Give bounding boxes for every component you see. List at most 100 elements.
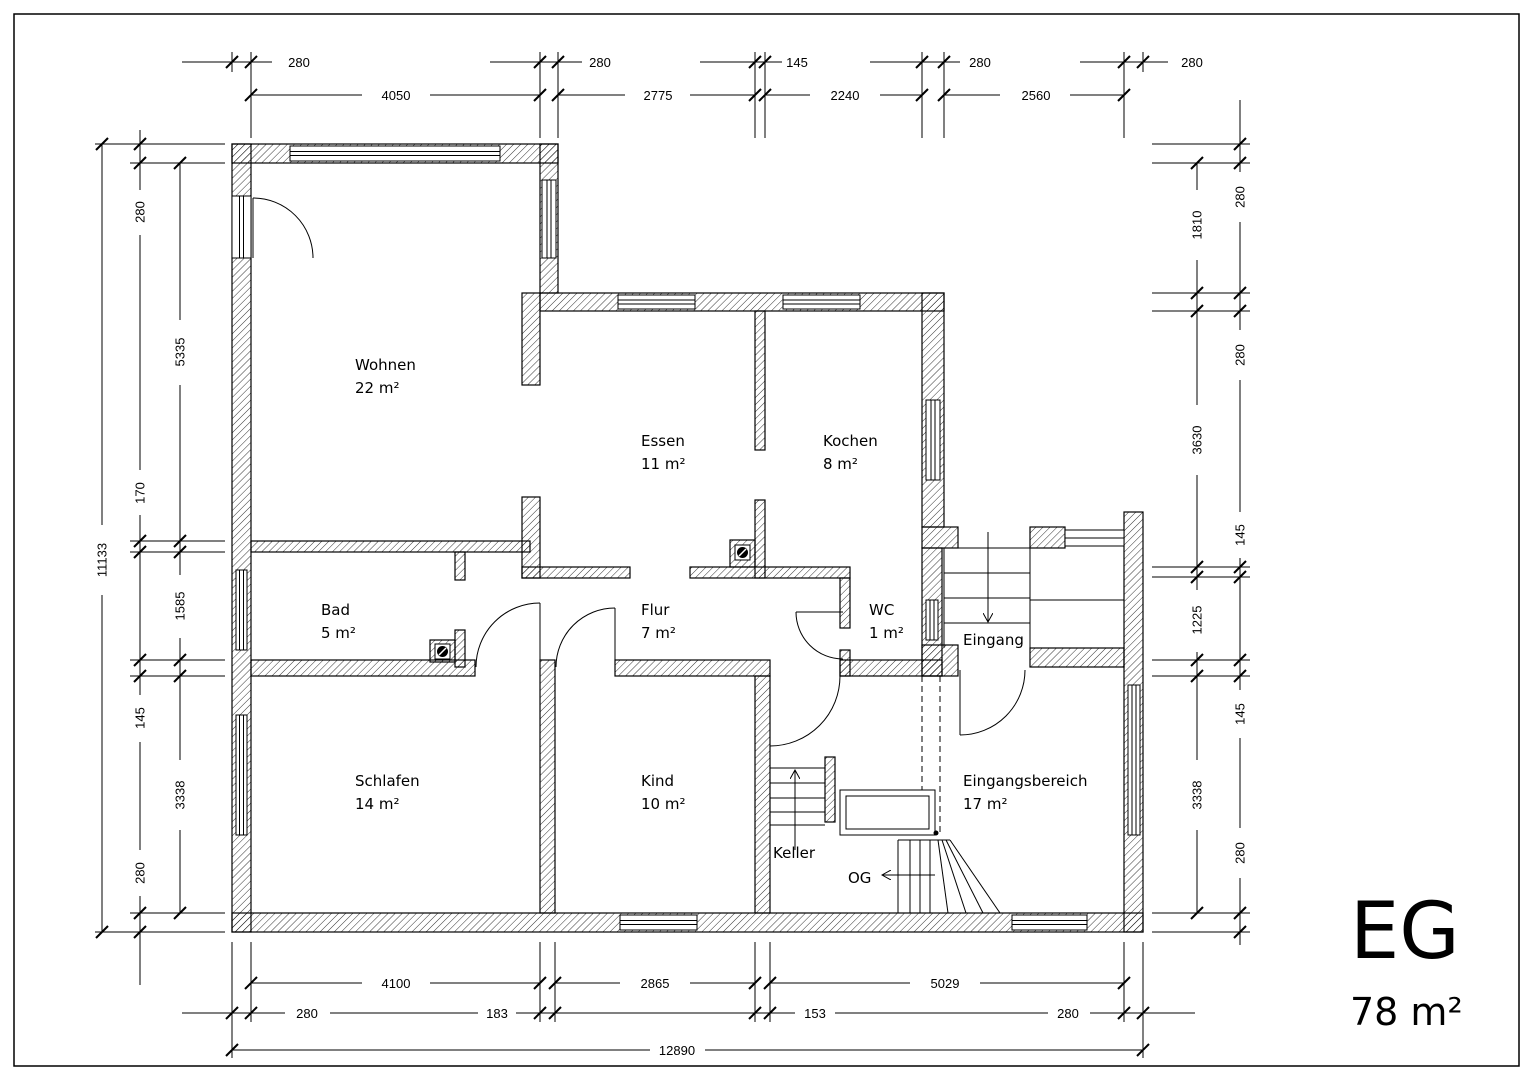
room-name-bad: Bad xyxy=(321,601,350,619)
dim-bottom-room-3: 5029 xyxy=(931,976,960,991)
exterior-wall xyxy=(921,526,959,549)
dim-left-room-1: 5335 xyxy=(173,338,188,367)
left-dimension-texts: 11133 280 170 145 280 5335 1585 3338 xyxy=(95,201,188,884)
interior-wall xyxy=(839,659,943,677)
dim-left-room-2: 1585 xyxy=(173,592,188,621)
window xyxy=(782,294,861,310)
dim-top-room-3: 2240 xyxy=(831,88,860,103)
interior-wall xyxy=(521,292,541,386)
room-name-flur: Flur xyxy=(641,601,670,619)
room-name-wohnen: Wohnen xyxy=(355,356,416,374)
dim-bottom-room-2: 2865 xyxy=(641,976,670,991)
window xyxy=(289,145,501,162)
room-area-kind: 10 m² xyxy=(641,795,685,813)
dim-left-total: 11133 xyxy=(95,543,110,577)
room-name-essen: Essen xyxy=(641,432,685,450)
chimney-flue-slash xyxy=(438,647,447,656)
window xyxy=(235,714,248,836)
room-name-kind: Kind xyxy=(641,772,674,790)
top-dimension-texts: 280 280 145 280 280 4050 2775 2240 2560 xyxy=(288,55,1203,103)
label-og: OG xyxy=(848,869,871,887)
plan-geometry xyxy=(231,143,1144,933)
exterior-wall xyxy=(1029,526,1066,549)
window xyxy=(1127,684,1141,836)
dim-bottom-room-1: 4100 xyxy=(382,976,411,991)
dim-left-wall-3: 145 xyxy=(133,707,148,729)
window xyxy=(1011,914,1088,931)
exterior-wall xyxy=(1029,647,1125,668)
dim-right-wall-2: 280 xyxy=(1233,344,1248,366)
dim-top-wall-3: 145 xyxy=(786,55,808,70)
interior-wall xyxy=(614,659,771,677)
interior-wall xyxy=(521,496,541,579)
room-name-schlafen: Schlafen xyxy=(355,772,420,790)
room-area-bad: 5 m² xyxy=(321,624,356,642)
interior-wall xyxy=(754,310,766,451)
dim-left-wall-4: 280 xyxy=(133,862,148,884)
dim-bottom-wall-3: 153 xyxy=(804,1006,826,1021)
door-swing-arc xyxy=(475,602,541,668)
dimension-layer xyxy=(95,52,1250,1058)
dim-right-room-4: 3338 xyxy=(1190,781,1205,810)
bottom-dimension-texts: 4100 2865 5029 280 183 153 280 12890 xyxy=(296,976,1079,1058)
interior-wall xyxy=(689,566,851,579)
room-area-wc: 1 m² xyxy=(869,624,904,642)
interior-wall xyxy=(539,659,556,914)
interior-wall xyxy=(521,566,631,579)
door-swing-arc xyxy=(252,197,314,259)
door-swing-arc xyxy=(555,607,616,668)
room-area-essen: 11 m² xyxy=(641,455,685,473)
dim-right-wall-5: 280 xyxy=(1233,842,1248,864)
dim-right-wall-1: 280 xyxy=(1233,186,1248,208)
stair-tread xyxy=(937,839,949,914)
chimney-flue-slash xyxy=(738,548,747,557)
interior-wall xyxy=(839,649,851,677)
dim-top-wall-4: 280 xyxy=(969,55,991,70)
interior-wall xyxy=(754,499,766,579)
dim-left-room-3: 3338 xyxy=(173,781,188,810)
window xyxy=(619,914,698,931)
dim-top-room-2: 2775 xyxy=(644,88,673,103)
room-area-eingangsbereich: 17 m² xyxy=(963,795,1007,813)
interior-wall xyxy=(839,577,851,629)
dim-top-room-1: 4050 xyxy=(382,88,411,103)
room-name-wc: WC xyxy=(869,601,894,619)
door-swing-arc xyxy=(769,675,841,747)
dim-top-wall-5: 280 xyxy=(1181,55,1203,70)
plan-level-title: EG xyxy=(1350,887,1460,977)
room-area-schlafen: 14 m² xyxy=(355,795,399,813)
exterior-wall xyxy=(539,292,945,312)
label-eingang: Eingang xyxy=(963,631,1024,649)
door-swing-arc xyxy=(795,611,844,660)
dim-top-room-4: 2560 xyxy=(1022,88,1051,103)
dim-right-room-1: 1810 xyxy=(1190,211,1205,240)
fixture-inner xyxy=(845,795,930,830)
dim-top-wall-1: 280 xyxy=(288,55,310,70)
dim-right-wall-3: 145 xyxy=(1233,524,1248,546)
drawing-frame xyxy=(13,13,1520,1067)
interior-wall xyxy=(250,540,531,553)
dim-right-room-2: 3630 xyxy=(1190,426,1205,455)
interior-wall xyxy=(250,659,476,677)
interior-wall xyxy=(754,675,771,914)
label-keller: Keller xyxy=(773,844,816,862)
stair-tread xyxy=(949,839,1001,914)
interior-wall xyxy=(454,551,466,581)
dim-right-wall-4: 145 xyxy=(1233,703,1248,725)
plan-total-area: 78 m² xyxy=(1350,990,1463,1034)
dim-bottom-wall-1: 280 xyxy=(296,1006,318,1021)
stair-tread xyxy=(941,839,967,914)
window xyxy=(235,569,248,651)
dim-left-wall-2: 170 xyxy=(133,482,148,504)
stair-wall xyxy=(824,756,836,823)
stair-post xyxy=(933,830,939,836)
room-name-kochen: Kochen xyxy=(823,432,878,450)
dim-bottom-wall-2: 183 xyxy=(486,1006,508,1021)
stair-tread xyxy=(945,839,984,914)
window xyxy=(541,179,557,259)
window xyxy=(925,399,941,481)
dim-top-wall-2: 280 xyxy=(589,55,611,70)
window xyxy=(617,294,696,310)
dim-right-room-3: 1225 xyxy=(1190,606,1205,635)
